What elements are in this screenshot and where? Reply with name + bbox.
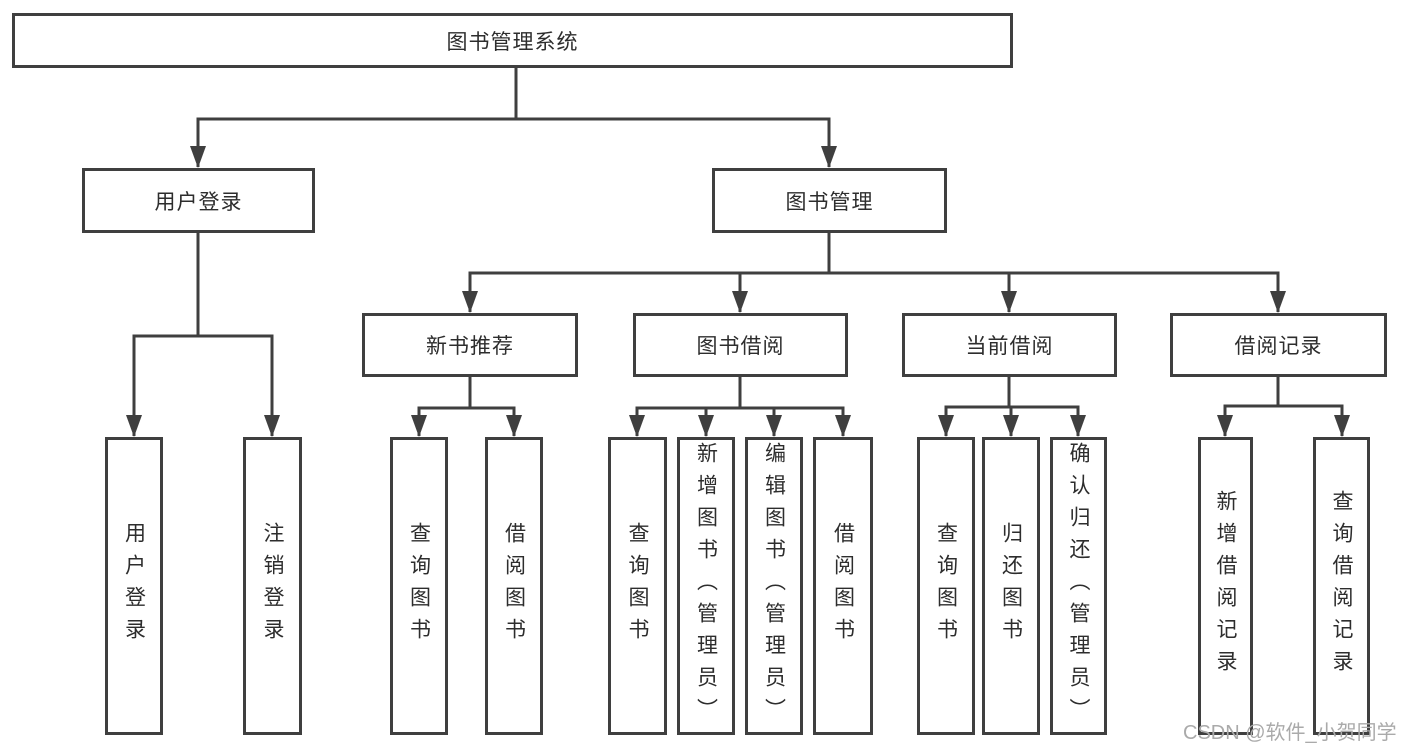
leaf-add-book-admin: 新增图书（管理员） (677, 437, 735, 735)
node-user-login: 用户登录 (82, 168, 315, 233)
leaf-borrow-book-recommend: 借阅图书 (485, 437, 543, 735)
watermark: CSDN @软件_小贺同学 (1183, 722, 1397, 744)
leaf-user-login: 用户登录 (105, 437, 163, 735)
leaf-query-borrow-record: 查询借阅记录 (1313, 437, 1370, 735)
node-borrowing-records: 借阅记录 (1170, 313, 1387, 377)
leaf-query-book-borrowing: 查询图书 (608, 437, 667, 735)
leaf-confirm-return-admin: 确认归还（管理员） (1050, 437, 1107, 735)
node-new-book-recommend: 新书推荐 (362, 313, 578, 377)
leaf-borrow-book-borrowing: 借阅图书 (813, 437, 873, 735)
node-book-management: 图书管理 (712, 168, 947, 233)
leaf-return-book: 归还图书 (982, 437, 1040, 735)
leaf-query-book-recommend: 查询图书 (390, 437, 448, 735)
node-library-management-system: 图书管理系统 (12, 13, 1013, 68)
leaf-edit-book-admin: 编辑图书（管理员） (745, 437, 803, 735)
node-current-borrowing: 当前借阅 (902, 313, 1117, 377)
node-book-borrowing: 图书借阅 (633, 313, 848, 377)
leaf-query-book-current: 查询图书 (917, 437, 975, 735)
leaf-add-borrow-record: 新增借阅记录 (1198, 437, 1253, 735)
leaf-logout: 注销登录 (243, 437, 302, 735)
